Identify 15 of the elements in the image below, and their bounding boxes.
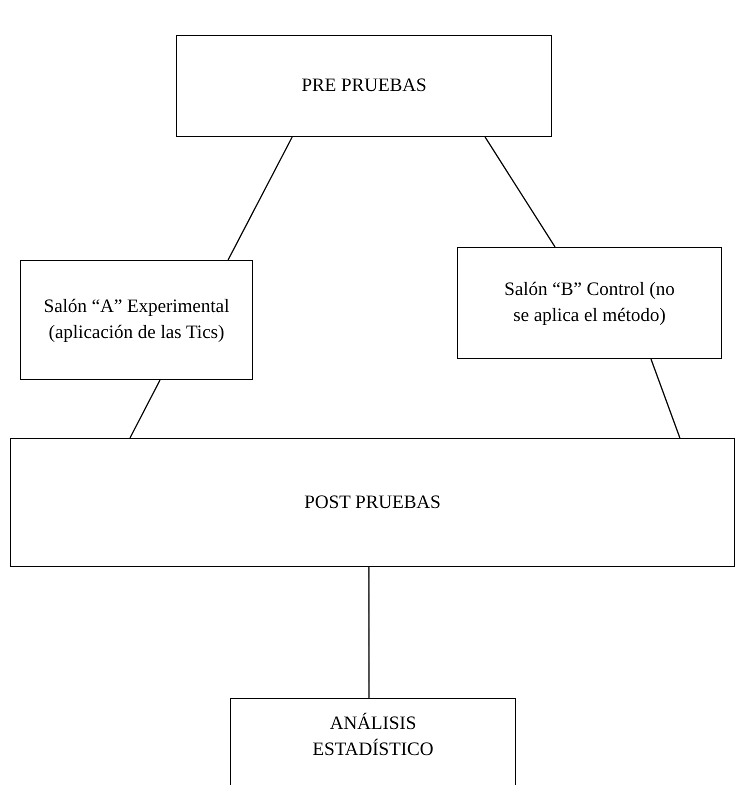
process-box	[10, 438, 735, 567]
box-label: ANÁLISIS ESTADÍSTICO	[312, 712, 434, 762]
connector-line	[228, 136, 293, 260]
box-label: Salón “B” Control (no se aplica el método)	[503, 278, 676, 328]
box-label: Salón “A” Experimental (aplicación de las Tics)	[42, 295, 230, 345]
connector-line	[484, 136, 556, 248]
process-box	[176, 35, 552, 137]
connector-line	[368, 567, 370, 698]
box-label: POST PRUEBAS	[303, 490, 442, 514]
process-box	[230, 698, 516, 785]
connector-line	[650, 358, 681, 438]
box-label: PRE PRUEBAS	[300, 74, 428, 98]
process-box	[457, 247, 722, 359]
connector-line	[129, 380, 161, 438]
process-box	[20, 260, 253, 380]
